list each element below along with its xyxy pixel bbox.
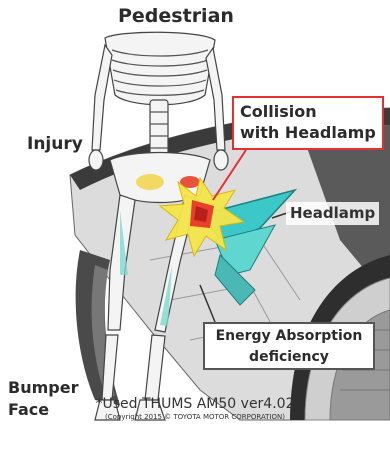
pedestrian-title: Pedestrian (118, 6, 234, 28)
energy-line1: Energy Absorption (205, 326, 373, 347)
footnote-main: *Used THUMS AM50 ver4.02 (0, 396, 390, 412)
injury-label: Injury (27, 135, 83, 155)
collision-line2: with Headlamp (240, 122, 376, 143)
collision-callout: Collision with Headlamp (232, 96, 384, 150)
footnote: *Used THUMS AM50 ver4.02 (Copyright 2015… (0, 396, 390, 421)
footnote-copyright: (Copyright 2015 © TOYOTA MOTOR CORPORATI… (0, 413, 390, 421)
collision-line1: Collision (240, 101, 376, 122)
energy-line2: deficiency (205, 347, 373, 368)
energy-absorption-callout: Energy Absorption deficiency (203, 322, 375, 370)
headlamp-callout: Headlamp (286, 202, 379, 225)
